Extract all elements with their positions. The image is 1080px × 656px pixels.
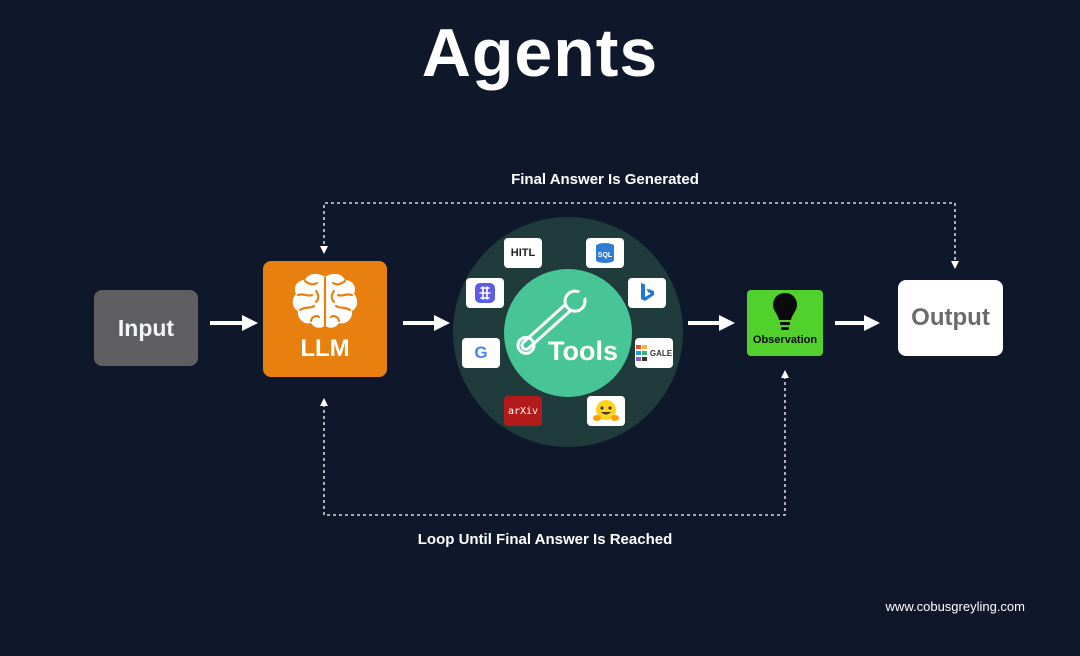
llm-label: LLM [300,335,350,362]
brain-icon [292,273,358,328]
lightbulb-icon [773,293,797,330]
loop-line [323,376,786,516]
sql-label: SQL [598,252,613,259]
arrow-input-llm [210,315,258,331]
footer-url: www.cobusgreyling.com [885,599,1025,614]
input-node: Input [94,290,198,366]
observation-label: Observation [752,334,818,346]
arrow-llm-tools [403,315,450,331]
loop-arrowhead-llm [320,398,328,406]
app-icon [466,278,504,308]
arxiv-icon: arXiv [504,396,542,426]
arrow-tools-observation [688,315,735,331]
tools-core [504,269,632,397]
output-node: Output [898,280,1003,356]
sql-database-icon: SQL [586,238,624,268]
google-icon: G [462,338,500,368]
final-answer-arrowhead-output [951,261,959,269]
loop-caption: Loop Until Final Answer Is Reached [417,531,673,548]
arrow-observation-output [835,315,880,331]
bing-icon [628,278,666,308]
hugging-face-icon [587,396,625,426]
tools-label: Tools [548,336,618,366]
final-answer-arrowhead-llm [320,246,328,254]
hitl-icon: HITL [504,238,542,268]
loop-arrowhead-observation [781,370,789,378]
llm-node: LLM [263,261,387,377]
observation-node: Observation [747,290,823,356]
gale-icon: GALE [635,338,673,368]
gale-label: GALE [649,348,673,358]
page-title: Agents [421,15,659,91]
final-answer-caption: Final Answer Is Generated [511,171,699,188]
final-answer-loop-line [323,202,956,265]
